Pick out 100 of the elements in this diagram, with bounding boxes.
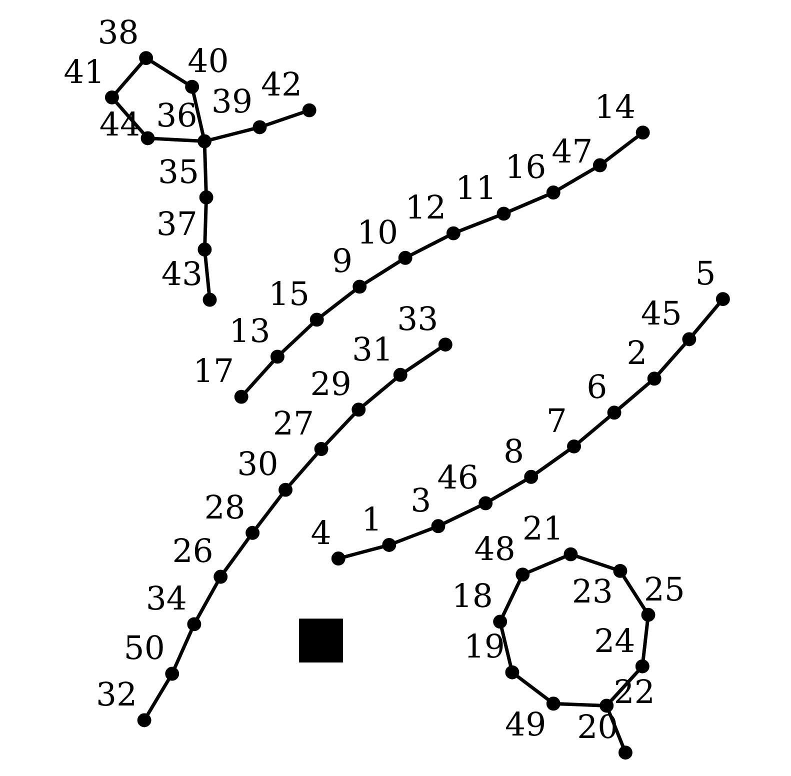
node-label: 36 <box>156 96 198 135</box>
node-circle <box>198 242 212 256</box>
connector <box>535 448 570 475</box>
node-circle <box>352 402 366 417</box>
connector <box>196 581 220 620</box>
node-circle <box>567 439 581 454</box>
connector <box>622 575 646 610</box>
node-circle <box>682 332 696 346</box>
connector <box>516 674 550 702</box>
node-label: 30 <box>237 445 278 484</box>
connector <box>692 302 720 336</box>
connector <box>578 416 610 444</box>
connector <box>508 194 548 213</box>
node-label: 43 <box>161 255 203 294</box>
node-label: 32 <box>96 676 138 714</box>
node-label: 25 <box>644 570 685 608</box>
connector <box>490 478 527 502</box>
connector <box>264 110 304 127</box>
node-circle <box>636 126 650 140</box>
node-label: 2 <box>626 334 648 372</box>
connector <box>150 60 188 85</box>
node-label: 26 <box>172 532 214 570</box>
node-label: 29 <box>310 365 352 404</box>
node-circle <box>140 131 155 146</box>
connector <box>558 167 596 191</box>
node-label: 39 <box>211 82 253 121</box>
connector <box>610 670 640 702</box>
node-label: 13 <box>229 312 270 350</box>
node-circle <box>165 666 180 681</box>
node-circle <box>564 547 578 562</box>
node-circle <box>199 190 214 204</box>
node-circle <box>478 496 493 510</box>
node-label: 15 <box>268 275 310 314</box>
node-label: 45 <box>640 294 682 333</box>
node-circle <box>496 206 511 221</box>
node-circle <box>270 350 284 364</box>
connector <box>500 628 512 667</box>
connector <box>362 378 396 407</box>
node-circle <box>310 312 324 327</box>
connector <box>202 147 208 191</box>
node-label: 5 <box>695 254 716 292</box>
node-label: 27 <box>272 404 314 442</box>
node-label: 22 <box>614 672 655 711</box>
connector <box>173 629 194 668</box>
connector <box>604 135 639 163</box>
node-label: 24 <box>594 622 636 660</box>
connector <box>154 136 199 143</box>
node-label: 42 <box>260 66 302 104</box>
node-circle <box>618 746 632 760</box>
node-circle <box>524 470 538 484</box>
connector <box>210 127 254 142</box>
node-circle <box>398 250 412 265</box>
node-label: 31 <box>352 330 394 368</box>
connector <box>146 678 170 716</box>
node-label: 48 <box>474 530 516 568</box>
connector <box>203 204 208 244</box>
connector <box>344 544 384 559</box>
connector <box>204 256 211 294</box>
node-circle <box>234 390 248 404</box>
node-circle <box>393 368 408 382</box>
connector <box>501 580 522 617</box>
node-label: 12 <box>405 188 446 227</box>
node-label: 7 <box>546 402 567 440</box>
connector <box>288 452 318 486</box>
node-label: 18 <box>452 577 493 616</box>
connector <box>255 494 283 529</box>
connector <box>618 382 651 410</box>
node-label: 4 <box>310 514 332 552</box>
node-circle <box>607 406 622 420</box>
connector <box>115 101 145 134</box>
node-circle <box>546 186 560 200</box>
node-label: 49 <box>505 705 546 744</box>
node-label: 33 <box>397 300 438 338</box>
node-circle <box>446 226 460 240</box>
node-circle <box>302 103 316 118</box>
connector <box>607 710 625 748</box>
node-circle <box>493 614 508 629</box>
node-box <box>299 618 343 663</box>
node-circle <box>137 713 152 728</box>
connector <box>192 92 205 136</box>
node-label: 6 <box>586 368 608 406</box>
connector <box>404 346 442 373</box>
node-label: 19 <box>464 628 506 666</box>
node-circle <box>641 608 656 622</box>
node-circle <box>647 372 662 386</box>
connector <box>641 621 650 660</box>
node-circle <box>352 280 367 294</box>
node-label: 37 <box>156 204 198 243</box>
node-circle <box>516 568 530 582</box>
node-label: 21 <box>522 510 564 548</box>
node-circle <box>246 526 260 540</box>
node-label: 46 <box>437 458 478 497</box>
node-circle <box>600 698 614 713</box>
node-circle <box>505 665 520 680</box>
node-circle <box>139 51 154 66</box>
connector <box>324 413 356 446</box>
node-label: 8 <box>503 432 524 470</box>
connector <box>281 323 314 354</box>
connector <box>528 555 566 574</box>
node-label: 47 <box>552 132 593 170</box>
